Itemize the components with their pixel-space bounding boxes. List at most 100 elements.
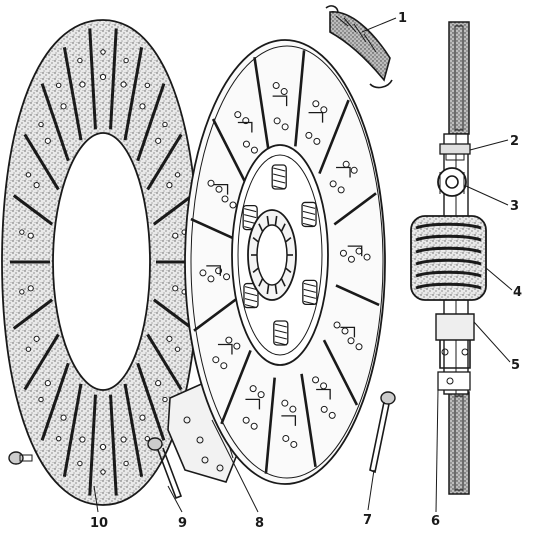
damper-spring-coil <box>302 216 316 221</box>
damper-spring-coil <box>273 179 286 184</box>
lining-rivet-hole <box>77 57 83 64</box>
damper-spring-coil <box>274 323 287 328</box>
lining-rivet-hole <box>144 82 151 89</box>
damper-spring-coil <box>302 222 316 227</box>
damper-spring <box>242 204 258 231</box>
hub-spring-pack <box>410 215 487 301</box>
damper-spring <box>273 320 289 346</box>
lining-rivet-hole <box>120 81 127 88</box>
disc-segment-slot <box>264 377 276 474</box>
lining-groove <box>136 83 166 162</box>
lining-rivet-hole <box>172 285 179 292</box>
disc-segment-bend <box>245 398 261 410</box>
damper-springs <box>242 164 318 346</box>
leader-lines <box>93 17 513 513</box>
callout-labels: 1 2 3 4 5 6 7 8 9 10 <box>90 11 522 531</box>
damper-spring-coil <box>273 173 286 178</box>
disc-rivet-hole <box>337 186 345 194</box>
disc-rivet-hole <box>281 123 289 131</box>
disc-segment-bend <box>206 265 221 276</box>
hub-spline <box>266 284 270 295</box>
disc-rivet-hole <box>320 382 328 390</box>
lining-rivet-hole <box>172 232 179 239</box>
callout-5: 5 <box>511 358 520 373</box>
disc-rivet-hole <box>272 82 280 90</box>
damper-spring-coil <box>244 298 258 303</box>
damper-spring-coil <box>274 329 287 334</box>
callout-10: 10 <box>90 516 108 531</box>
disc-rivet-hole <box>225 336 233 344</box>
lining-rivet-hole <box>144 435 151 442</box>
damper-spring-coil <box>302 204 316 209</box>
hub-spline <box>258 278 264 287</box>
disc-segment-bend <box>336 166 351 178</box>
lining-groove <box>109 394 118 496</box>
lining-groove <box>88 394 97 496</box>
lining-groove <box>23 333 60 391</box>
lining-groove <box>123 383 144 477</box>
lining-groove <box>40 83 70 162</box>
lining-rivet-hole <box>99 73 107 81</box>
disc-rivet-hole <box>242 140 250 148</box>
disc-rivet-hole <box>234 111 242 119</box>
lining-rivet-hole <box>27 285 34 292</box>
lining-rivet-hole <box>27 232 34 239</box>
damper-spring-coil <box>302 210 316 215</box>
lining-groove <box>152 194 194 226</box>
lining-rivet-hole <box>60 103 67 110</box>
disc-segment-slot <box>322 339 359 406</box>
disc-rivet-hole <box>207 179 215 187</box>
disc-rivet-hole <box>290 440 298 448</box>
disc-rivet-hole <box>363 253 371 261</box>
lining-rivet-hole <box>33 182 40 189</box>
lining-rivet-hole <box>174 346 181 352</box>
lining-groove <box>62 47 83 141</box>
lining-grooves <box>10 28 196 496</box>
lining-rivet-hole <box>19 229 25 235</box>
spring-pack-band <box>415 258 482 266</box>
lining-groove <box>62 383 83 477</box>
disc-rivet-hole <box>341 327 349 335</box>
lining-rivet-hole <box>100 49 106 55</box>
disc-rivet-hole <box>250 146 258 154</box>
disc-rivet-hole <box>305 131 313 139</box>
disc-rivet-hole <box>212 356 220 364</box>
lining-rivet-hole <box>155 137 162 144</box>
disc-rivet-hole <box>280 88 288 96</box>
hub-splines <box>251 215 293 295</box>
lining-rivet-hole <box>99 443 107 451</box>
callout-2: 2 <box>510 134 519 149</box>
disc-rivet-hole <box>207 275 215 283</box>
disc-segments <box>190 50 380 474</box>
disc-segment-bend <box>308 111 324 123</box>
disc-segment-slot <box>211 118 248 185</box>
lining-groove <box>12 298 54 330</box>
disc-rivet-hole <box>229 201 237 209</box>
damper-spring <box>301 201 317 228</box>
disc-rivet-hole <box>282 434 290 442</box>
disc-rivet-hole <box>313 137 321 145</box>
hub-spline <box>252 267 259 273</box>
lining-rivet-hole <box>123 57 129 64</box>
lining-rivet-hole <box>19 289 25 295</box>
hub-spline <box>252 237 259 243</box>
hub-spline <box>274 284 278 295</box>
spring-pack-band <box>415 222 482 230</box>
lining-rivet-hole <box>33 335 40 342</box>
damper-spring-coil <box>303 282 316 287</box>
disc-rivet-hole <box>312 376 320 384</box>
lining-rivet-hole <box>139 414 146 421</box>
disc-segment-bend <box>316 388 331 400</box>
disc-segment-slot <box>220 349 252 425</box>
damper-spring <box>302 279 318 306</box>
disc-rivet-hole <box>350 166 358 174</box>
driven-disc-plate <box>167 39 386 485</box>
lining-rivet-hole <box>44 380 51 387</box>
spring-pack-band <box>415 234 482 242</box>
disc-segment-bend <box>347 245 363 257</box>
disc-rivet-hole <box>347 255 355 263</box>
lining-groove <box>146 333 183 391</box>
disc-rivet-hole <box>347 337 355 345</box>
lining-rivet-hole <box>55 435 62 442</box>
disc-segment-slot <box>193 298 237 332</box>
